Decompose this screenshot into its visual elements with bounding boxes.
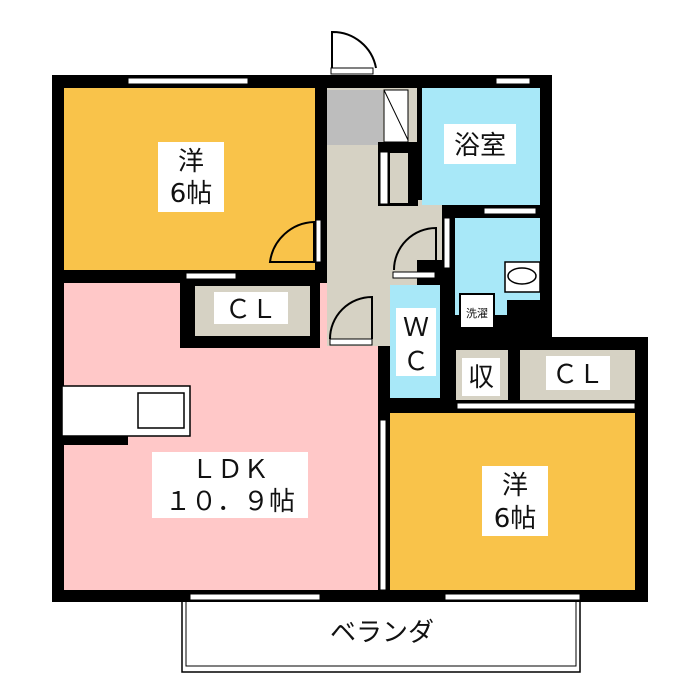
balcony-area [181,599,581,673]
door-frame [185,272,237,280]
door-frame [329,338,373,346]
window [444,593,581,601]
closet-1-label: ＣＬ [225,295,277,325]
toilet-label-w: Ｗ [403,313,429,343]
door-frame [443,217,451,269]
toilet-label-c: Ｃ [403,347,429,377]
washer-space [459,293,495,329]
western-room-2-size: 6帖 [494,504,537,534]
window [495,77,531,85]
sliding-door [379,419,387,591]
sink-icon [137,392,185,429]
closet-2-label: ＣＬ [552,360,604,390]
bathroom-label: 浴室 [454,131,506,161]
western-room-1-door[interactable] [268,220,315,263]
wall-step [508,300,552,350]
window [189,593,321,601]
western-room-1-size: 6帖 [170,179,213,209]
door-frame [483,207,537,215]
front-door[interactable] [331,30,377,69]
ldk-label: ＬＤＫ [191,455,269,485]
front-door-frame [330,67,374,75]
toilet-door[interactable] [393,226,437,271]
window [127,77,249,85]
door-frame [456,402,636,410]
door-frame [315,219,322,263]
ldk-size: １０．９帖 [165,487,295,517]
balcony-label: ベランダ [330,618,434,648]
washer-label: 洗濯 [466,307,488,320]
western-room-2-label: 洋 [502,471,528,501]
entrance [327,90,383,145]
door-frame [392,271,436,279]
outside-notch [552,75,652,337]
ldk-door[interactable] [329,295,373,340]
western-room-1-label: 洋 [178,147,204,177]
storage-label: 収 [468,363,494,393]
